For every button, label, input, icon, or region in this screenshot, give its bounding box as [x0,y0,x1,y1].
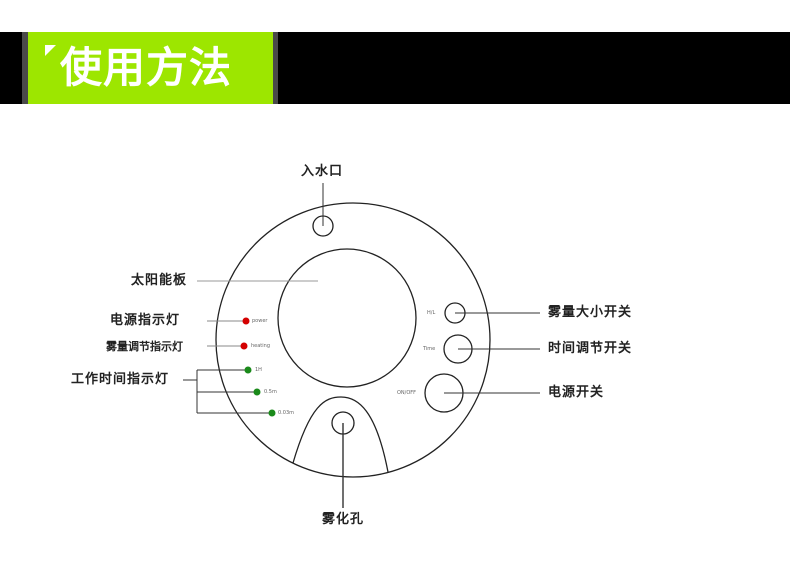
device-text-heating: heating [251,343,271,349]
solar-panel-circle [277,248,417,388]
heating-led-icon [240,342,248,350]
spray-arch [292,396,389,473]
label-time-switch: 时间调节开关 [548,341,633,356]
title-accent: 使用方法 [28,32,273,104]
device-body-outline [215,202,491,478]
title-banner: 使用方法 [0,32,790,104]
device-text-hl: H/L [427,310,436,316]
power-led-icon [242,317,250,325]
label-mist-switch: 雾量大小开关 [548,305,633,320]
label-water-inlet: 入水口 [301,164,344,179]
device-text-003: 0.03m [278,410,295,416]
label-solar-panel: 太阳能板 [131,273,188,288]
label-spray-hole: 雾化孔 [322,512,365,527]
device-text-05: 0.5m [264,389,277,395]
device-text-onoff: ON/OFF [397,390,417,396]
label-mist-indicator: 雾量调节指示灯 [106,340,183,353]
page-title: 使用方法 [60,43,233,92]
led-003-icon [268,409,276,417]
led-05-icon [253,388,261,396]
device-text-power: power [252,318,268,324]
label-work-time-indicator: 工作时间指示灯 [71,372,170,387]
label-power-indicator: 电源指示灯 [110,313,181,328]
title-box: 使用方法 [22,32,278,104]
led-1h-icon [244,366,252,374]
corner-tick-icon [45,45,56,56]
device-text-time: Time [423,346,436,352]
label-power-switch: 电源开关 [548,385,605,400]
device-text-1h: 1H [255,367,262,373]
